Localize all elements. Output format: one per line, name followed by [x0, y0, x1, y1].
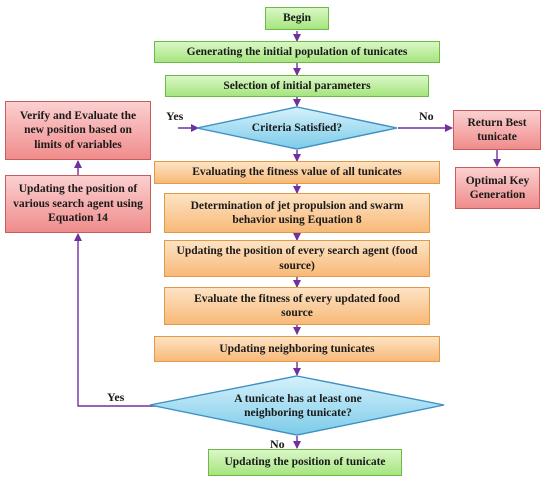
evaluate-updated-node: Evaluate the fitness of every updated fo… [164, 287, 430, 325]
update-tunicate-node: Updating the position of tunicate [208, 449, 402, 476]
update-various-node: Updating the position of various search … [5, 175, 151, 233]
update-neighbors-node: Updating neighboring tunicates [154, 336, 440, 362]
neighbor-no-label: No [270, 437, 285, 451]
neighbor-yes-label: Yes [107, 390, 125, 404]
criteria-yes-label: Yes [166, 109, 184, 123]
begin-node: Begin [265, 7, 329, 30]
evaluate-fitness-node: Evaluating the fitness value of all tuni… [154, 161, 440, 184]
criteria-label: Criteria Satisfied? [251, 121, 343, 134]
criteria-no-label: No [419, 109, 434, 123]
optimal-key-node: Optimal Key Generation [455, 167, 540, 209]
update-search-agent-node: Updating the position of every search ag… [164, 240, 430, 277]
init-population-node: Generating the initial population of tun… [154, 41, 440, 63]
return-best-node: Return Best tunicate [453, 110, 541, 150]
neighbor-check-label: A tunicate has at least one neighboring … [234, 392, 362, 419]
criteria-decision-diamond [196, 106, 398, 150]
init-params-node: Selection of initial parameters [165, 75, 429, 97]
verify-position-node: Verify and Evaluate the new position bas… [5, 101, 151, 160]
jet-propulsion-node: Determination of jet propulsion and swar… [164, 193, 430, 233]
neighbor-decision-diamond [149, 375, 445, 436]
